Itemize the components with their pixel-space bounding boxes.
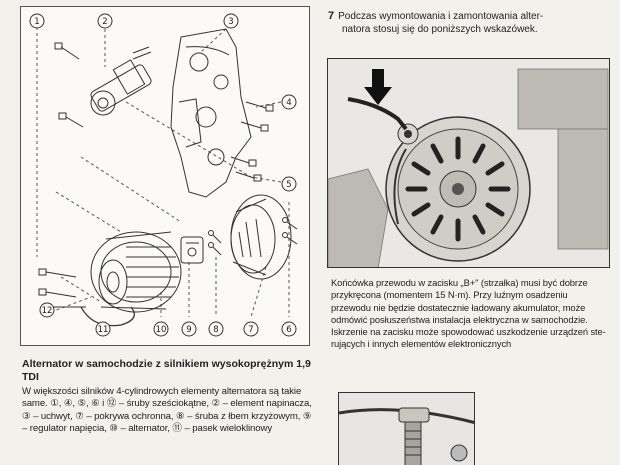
callout-3: 3 xyxy=(223,13,239,29)
callout-9: 9 xyxy=(181,321,197,337)
diagram-svg: 1 2 3 4 5 xyxy=(29,13,298,337)
step-text-line1: Podczas wymontowania i zamontowania alte… xyxy=(338,11,544,22)
callout-10: 10 xyxy=(153,321,169,337)
caption-title: Alternator w samochodzie z silnikiem wys… xyxy=(22,358,311,383)
step-number: 7 xyxy=(328,10,335,22)
svg-text:6: 6 xyxy=(286,325,291,335)
callout-7: 7 xyxy=(243,321,259,337)
voltage-regulator-shape xyxy=(180,236,204,264)
photo1-caption: Końcówka przewodu w zacisku „B+" (strzał… xyxy=(331,277,606,350)
alternator-belt-photo xyxy=(338,392,475,465)
callout-12: 12 xyxy=(39,302,55,318)
small-screws-shape xyxy=(208,217,298,256)
svg-text:4: 4 xyxy=(286,98,291,108)
alternator-terminal-photo xyxy=(327,58,610,268)
step-text-line2: natora stosuj się do poniższych wskazówe… xyxy=(342,24,538,35)
callout-8: 8 xyxy=(208,321,224,337)
svg-text:3: 3 xyxy=(228,17,233,27)
b-plus-arrow xyxy=(364,69,392,105)
caption-body: W większości silników 4-cylindrowych ele… xyxy=(22,386,312,435)
callout-11: 11 xyxy=(95,321,111,337)
alternator-photo-shape xyxy=(385,116,531,262)
photo2-svg xyxy=(339,393,474,465)
svg-text:9: 9 xyxy=(186,325,191,335)
photo1-svg xyxy=(328,59,609,267)
callout-4: 4 xyxy=(281,94,297,110)
bolts-group xyxy=(38,42,274,311)
belt-shape xyxy=(80,306,135,327)
svg-text:12: 12 xyxy=(42,306,53,316)
callout-6: 6 xyxy=(281,321,297,337)
svg-text:1: 1 xyxy=(34,17,39,27)
svg-text:5: 5 xyxy=(286,180,291,190)
svg-text:8: 8 xyxy=(213,325,218,335)
svg-text:7: 7 xyxy=(248,325,253,335)
callout-5: 5 xyxy=(281,176,297,192)
tensioner-element-shape xyxy=(90,46,152,116)
alternator-body-shape xyxy=(90,231,182,313)
cable-shape xyxy=(347,97,408,131)
callout-1: 1 xyxy=(29,13,45,29)
figure-caption: Alternator w samochodzie z silnikiem wys… xyxy=(22,358,314,436)
holder-bracket-shape xyxy=(170,28,252,198)
svg-text:10: 10 xyxy=(156,325,167,335)
alternator-exploded-diagram: 1 2 3 4 5 xyxy=(20,6,310,346)
svg-text:11: 11 xyxy=(98,325,109,335)
protective-cover-shape xyxy=(230,194,292,280)
svg-text:2: 2 xyxy=(102,17,107,27)
callout-2: 2 xyxy=(97,13,113,29)
